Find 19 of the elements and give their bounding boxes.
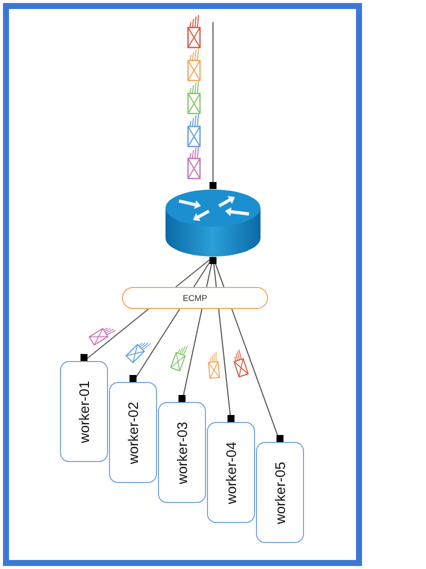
worker-label: worker-03 (174, 421, 190, 484)
rounded-pill (122, 287, 268, 309)
connector-line (218, 308, 234, 422)
connector-line (178, 308, 202, 402)
worker-label: worker-05 (272, 461, 288, 524)
worker-card (158, 402, 206, 503)
connector-line (80, 308, 149, 362)
router-icon (165, 189, 261, 257)
worker-card (109, 382, 157, 483)
worker-card (207, 422, 255, 523)
worker-label: worker-04 (223, 441, 239, 504)
worker-label: worker-02 (125, 401, 141, 464)
connector-line (231, 308, 284, 442)
worker-label: worker-01 (76, 380, 92, 443)
worker-card (60, 361, 108, 462)
worker-card (256, 442, 304, 543)
connector-line (130, 308, 180, 382)
pill-label: ECMP (182, 293, 208, 303)
connector-line (210, 22, 216, 189)
